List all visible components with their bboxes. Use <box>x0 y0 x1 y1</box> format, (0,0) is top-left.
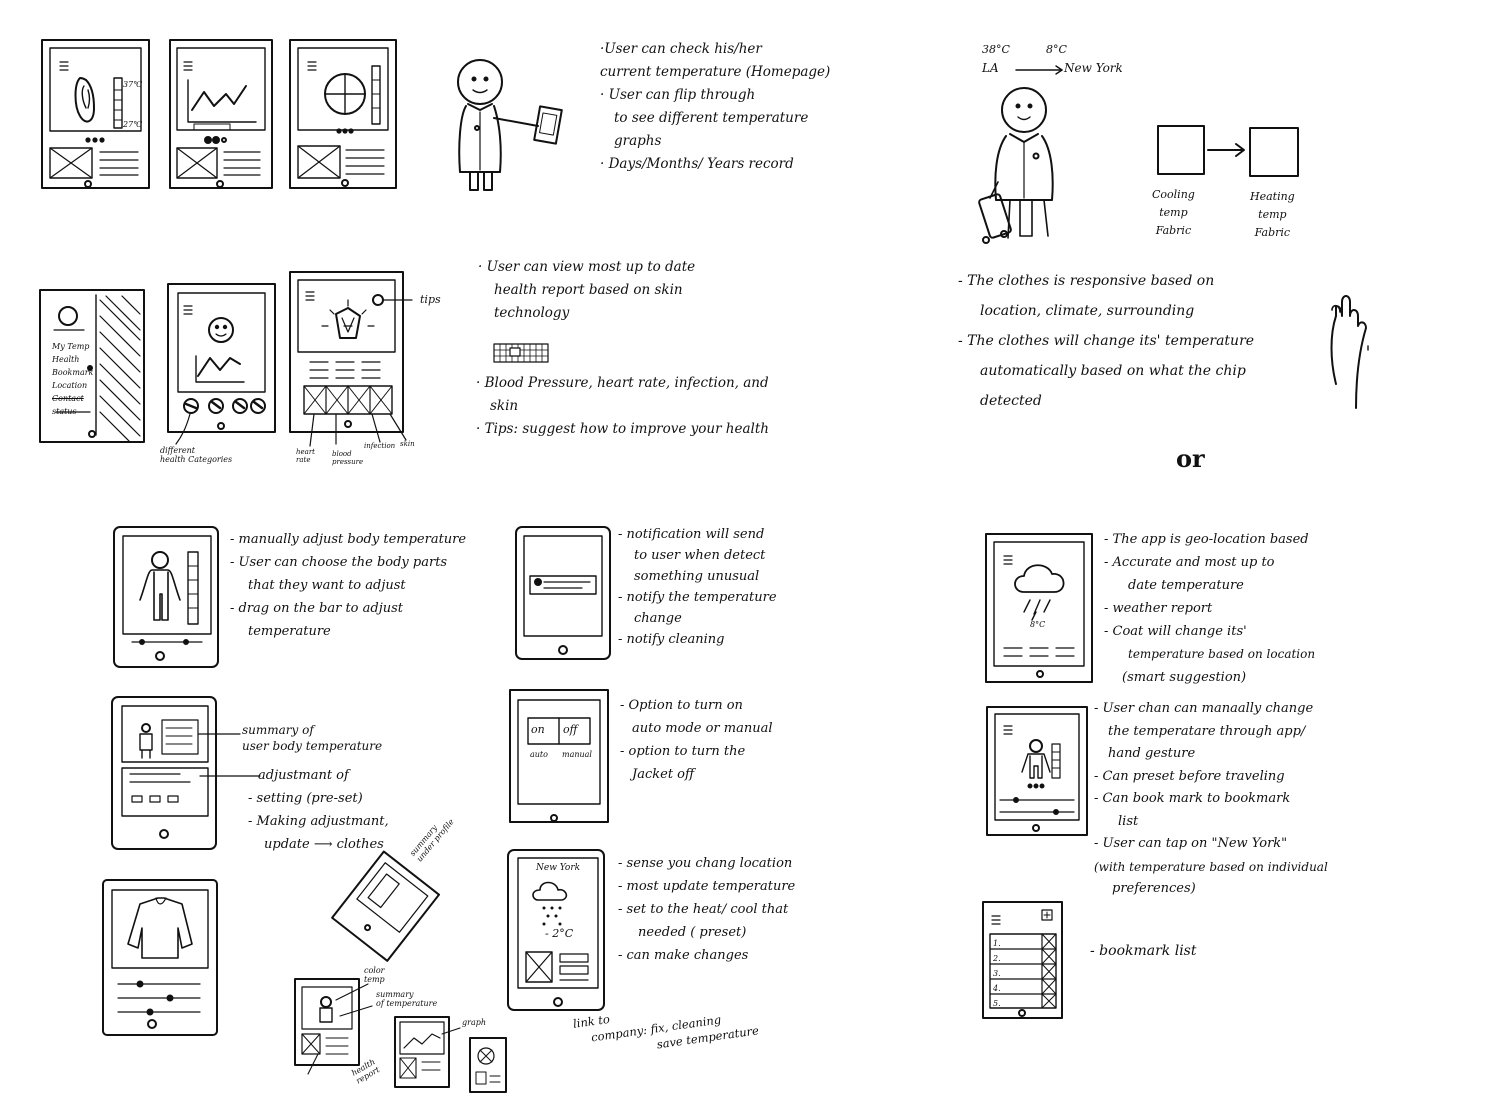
temp-low-label: 27℃ <box>123 120 143 129</box>
temp-to-label: 8°C <box>1046 43 1067 56</box>
phone-sketch-location-weather <box>507 849 605 1011</box>
note-adjustment: adjustmant of - setting (pre-set) - Maki… <box>248 768 389 852</box>
note-on-off: - Option to turn on auto mode or manual … <box>620 698 773 782</box>
infection-label: infection <box>364 442 396 450</box>
tips-label: tips <box>420 293 441 306</box>
on-button-label: on <box>531 723 545 736</box>
skin-label: skin <box>400 440 415 448</box>
phone-sketch-weather <box>985 533 1093 683</box>
summary-temperature-label: summary of temperature <box>376 990 438 1008</box>
blood-pressure-label: blood pressure <box>332 450 364 466</box>
phone-sketch-bookmark-list <box>982 901 1063 1019</box>
city-to-label: New York <box>1064 61 1123 75</box>
phone-sketch-notification <box>515 526 611 660</box>
note-health-report: · User can view most up to date health r… <box>478 259 696 321</box>
minus-two-temp-label: - 2°C <box>545 927 574 940</box>
phone-sketch-body-adjust <box>113 526 219 668</box>
or-divider: or <box>1176 444 1205 473</box>
note-bookmark: - bookmark list <box>1090 943 1197 959</box>
eight-c-temp-label: 8°C <box>1030 620 1046 629</box>
hand-gesture-illustration <box>1330 295 1369 409</box>
person-with-phone-illustration <box>457 59 563 191</box>
note-manual-change: - User chan can manaally change the temp… <box>1094 701 1328 896</box>
city-from-label: LA <box>982 61 999 75</box>
phone-sketch-health-tips <box>289 271 413 447</box>
skin-tech-mini-graphic <box>493 343 549 363</box>
phone-sketch-manual-change <box>986 706 1088 836</box>
cooling-fabric-label: Cooling temp Fabric <box>1152 188 1195 237</box>
mini-sketch-color-temp <box>294 978 373 1075</box>
phone-sketch-menu <box>39 289 145 443</box>
phone-sketch-temp-home <box>41 39 150 189</box>
note-travel: - The clothes is responsive based on loc… <box>958 273 1255 409</box>
temp-from-label: 38°C <box>982 43 1010 56</box>
heart-rate-label: heart rate <box>296 448 315 464</box>
menu-list: My Temp Health Bookmark Location Contact… <box>52 342 94 416</box>
graph-label: graph <box>462 1018 486 1027</box>
new-york-screen-label: New York <box>536 863 581 873</box>
mini-sketch-health-report <box>469 1037 507 1093</box>
auto-label: auto <box>530 750 548 759</box>
temp-high-label: 37℃ <box>123 80 143 89</box>
mini-sketch-graph <box>394 1016 461 1088</box>
note-summary: summary of user body temperature <box>242 723 383 753</box>
phone-sketch-temp-graph <box>169 39 273 189</box>
tilted-profile-summary-sketch <box>331 850 440 962</box>
note-location-sense: - sense you chang location - most update… <box>618 856 796 963</box>
phone-sketch-temp-chart <box>289 39 397 189</box>
note-notification: - notification will send to user when de… <box>618 527 777 647</box>
phone-sketch-on-off <box>509 689 609 823</box>
bookmark-row-numbers: 1. 2. 3. 4. 5. <box>993 939 1001 1008</box>
manual-label: manual <box>562 750 592 759</box>
heating-fabric-label: Heating temp Fabric <box>1250 190 1295 239</box>
note-health-metrics: · Blood Pressure, heart rate, infection,… <box>476 375 769 437</box>
off-button-label: off <box>563 723 578 736</box>
note-temp-history: ·User can check his/her current temperat… <box>600 41 831 172</box>
fabric-swap-diagram <box>1157 125 1299 177</box>
health-categories-label: different health Categories <box>160 446 233 464</box>
phone-sketch-health-smile <box>167 283 276 445</box>
color-temp-label: color temp <box>364 966 385 984</box>
note-geo: - The app is geo-location based - Accura… <box>1104 532 1316 685</box>
phone-sketch-summary <box>111 696 261 850</box>
note-manual-adjust: - manually adjust body temperature - Use… <box>230 532 467 639</box>
phone-sketch-jacket <box>102 879 218 1036</box>
traveler-illustration <box>978 65 1063 244</box>
